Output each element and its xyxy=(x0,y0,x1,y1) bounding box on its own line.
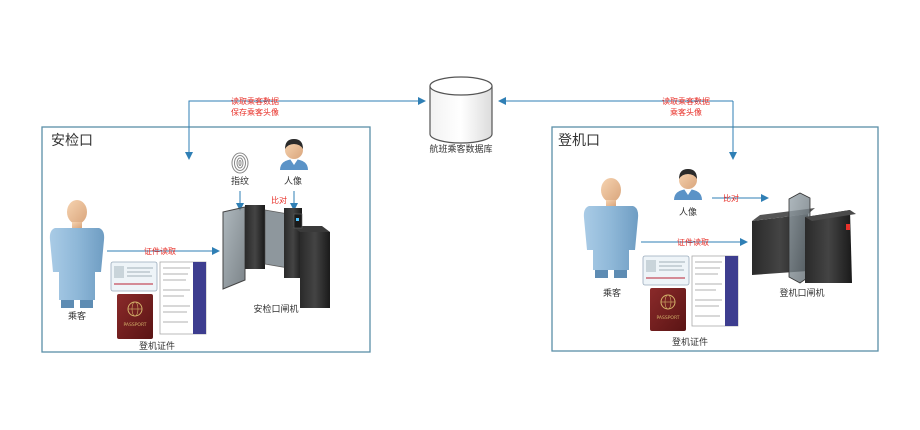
security-gate-label: 安检口闸机 xyxy=(253,303,298,315)
security-documents-label: 登机证件 xyxy=(139,340,175,352)
fingerprint-label: 指纹 xyxy=(231,175,249,187)
security-id-read-label: 证件读取 xyxy=(144,246,176,256)
security-compare-label: 比对 xyxy=(271,195,287,205)
security-frame xyxy=(41,126,371,353)
security-portrait-label: 人像 xyxy=(284,175,302,187)
boarding-compare-label: 比对 xyxy=(723,193,739,203)
fingerprint-icon xyxy=(231,152,249,174)
boarding-portrait-label: 人像 xyxy=(679,206,697,218)
security-passenger-icon xyxy=(49,200,105,308)
boarding-db-arrow xyxy=(498,97,737,160)
database-label: 航班乘客数据库 xyxy=(429,143,492,155)
security-id-card-icon xyxy=(110,261,158,292)
boarding-frame xyxy=(551,126,879,352)
boarding-title: 登机口 xyxy=(558,133,600,149)
boarding-passport-icon: PASSPORT xyxy=(650,288,686,331)
boarding-id-card-icon xyxy=(642,255,690,286)
boarding-boarding-pass-icon xyxy=(691,255,739,327)
boarding-portrait-icon xyxy=(674,169,702,200)
boarding-passport-text: PASSPORT xyxy=(656,315,679,321)
security-passport-text: PASSPORT xyxy=(123,322,146,328)
security-title: 安检口 xyxy=(51,133,93,149)
security-db-arrow xyxy=(185,97,426,160)
security-passenger-label: 乘客 xyxy=(68,310,86,322)
boarding-passenger-icon xyxy=(583,178,639,278)
boarding-passenger-label: 乘客 xyxy=(603,287,621,299)
boarding-id-read-label: 证件读取 xyxy=(677,237,709,247)
boarding-gate-icon xyxy=(752,192,856,284)
boarding-documents-label: 登机证件 xyxy=(672,336,708,348)
security-passport-icon: PASSPORT xyxy=(117,294,153,339)
boarding-read-data-line2: 乘客头像 xyxy=(670,107,702,117)
security-compare-arrows xyxy=(236,191,298,211)
security-read-data-line2: 保存乘客头像 xyxy=(231,107,279,117)
security-boarding-pass-icon xyxy=(159,261,207,335)
security-read-data-line1: 读取乘客数据 xyxy=(231,96,279,106)
security-gate-icon xyxy=(222,205,330,308)
boarding-gate-label: 登机口闸机 xyxy=(779,287,824,299)
database-icon xyxy=(429,76,493,144)
boarding-read-data-line1: 读取乘客数据 xyxy=(662,96,710,106)
security-portrait-icon xyxy=(280,139,308,170)
